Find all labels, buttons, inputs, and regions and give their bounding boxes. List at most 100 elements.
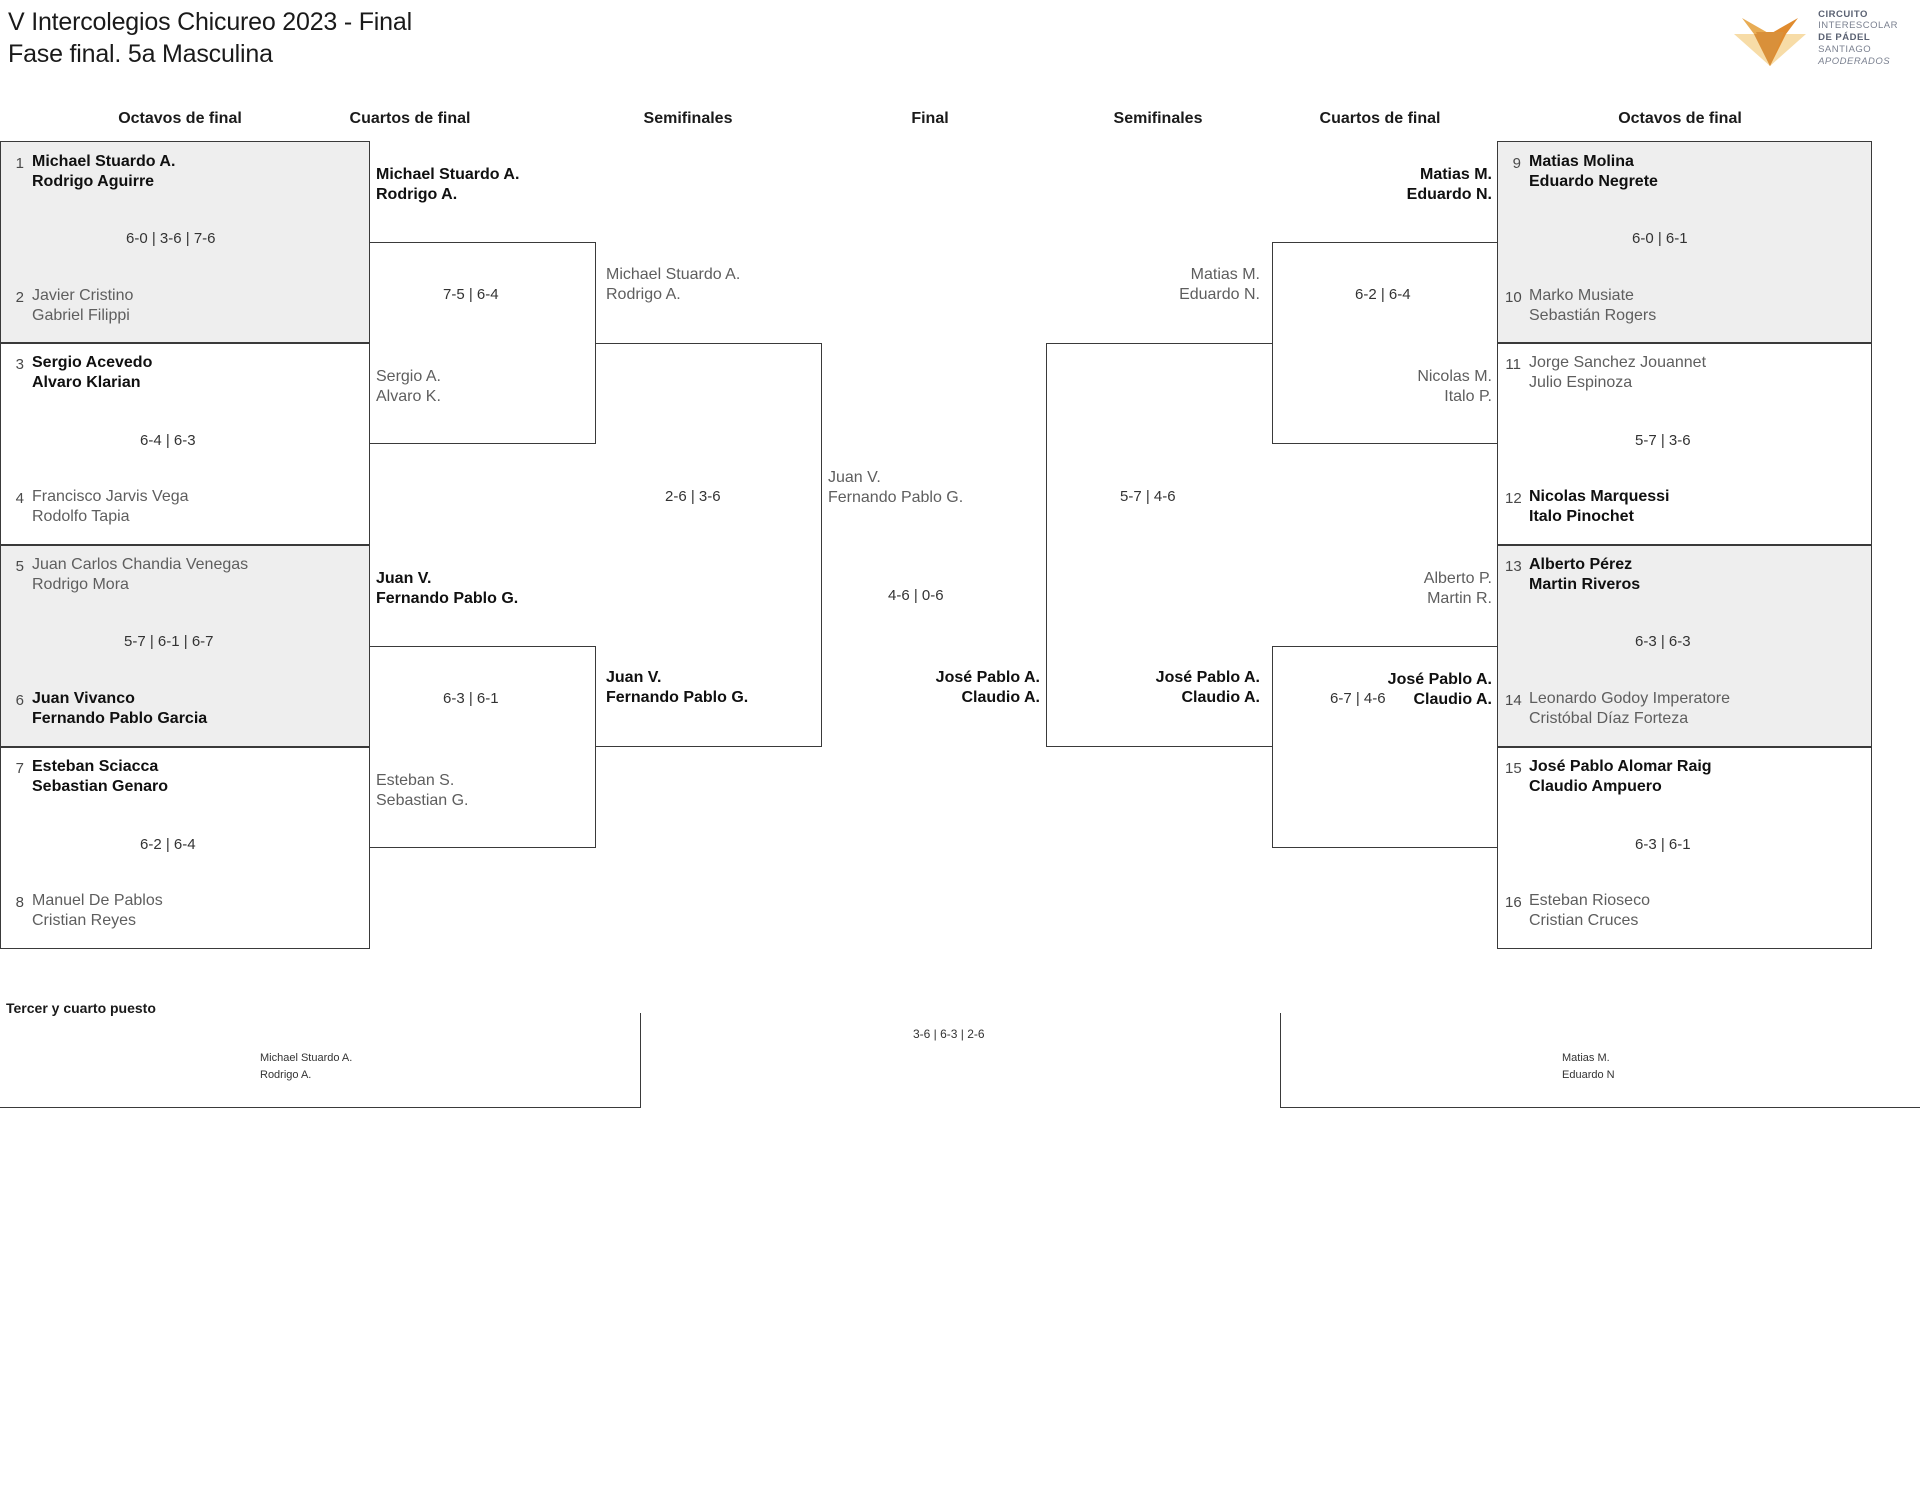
player-line-1: Juan V. [606, 669, 662, 686]
player-line-2: Claudio A. [961, 689, 1040, 707]
player-line-2: Cristian Cruces [1529, 912, 1639, 930]
player-line-2: Rodrigo A. [260, 1068, 312, 1081]
seed-number: 13 [1505, 558, 1522, 575]
team-right-qf-2-b[interactable]: José Pablo A.Claudio A. [1262, 670, 1492, 711]
score-right-sf: 5-7 | 4-6 [1120, 488, 1176, 505]
match-box-left-r16-4[interactable] [0, 747, 370, 949]
player-line-1: Manuel De Pablos [32, 892, 163, 909]
third-place-team-right[interactable]: Matias M. Eduardo N [1562, 1050, 1615, 1083]
third-place-baseline-right [1280, 1107, 1920, 1108]
score-left-r16-1: 6-0 | 3-6 | 7-6 [126, 230, 216, 247]
player-line-2: Eduardo N [1562, 1068, 1615, 1081]
seed-number: 1 [15, 155, 24, 172]
team-right-sf-b[interactable]: José Pablo A.Claudio A. [1000, 668, 1260, 709]
connector-left-sf-1 [596, 343, 822, 747]
match-box-right-r16-2[interactable] [1497, 343, 1872, 545]
score-left-r16-4: 6-2 | 6-4 [140, 836, 196, 853]
match-box-left-r16-3[interactable] [0, 545, 370, 747]
player-line-1: Michael Stuardo A. [606, 266, 741, 283]
player-line-1: Michael Stuardo A. [260, 1052, 353, 1064]
team-left-qf-2-b[interactable]: Esteban S.Sebastian G. [376, 771, 606, 812]
team-final-b[interactable]: José Pablo A. Claudio A. [800, 668, 1040, 709]
player-line-1: Matias M. [1562, 1052, 1610, 1064]
third-place-team-left[interactable]: Michael Stuardo A. Rodrigo A. [260, 1050, 352, 1083]
score-right-qf-1: 6-2 | 6-4 [1355, 286, 1411, 303]
team-left-qf-1-b[interactable]: Sergio A.Alvaro K. [376, 367, 606, 408]
team-right-qf-1-a[interactable]: Matias M.Eduardo N. [1262, 165, 1492, 206]
player-line-2: Rodrigo Aguirre [32, 173, 155, 191]
player-line-2: Rodolfo Tapia [32, 508, 130, 526]
connector-right-qf-1 [1272, 242, 1498, 444]
round-header-right-sf: Semifinales [1113, 110, 1203, 127]
team-left-r16-1-a[interactable]: 1 Michael Stuardo A.Rodrigo Aguirre [8, 152, 358, 193]
logo-line-1: CIRCUITO [1818, 8, 1868, 20]
seed-number: 2 [15, 289, 24, 306]
logo-line-3: DE PÁDEL [1818, 32, 1871, 44]
logo-line-5: APODERADOS [1818, 55, 1891, 67]
player-line-2: Cristóbal Díaz Forteza [1529, 710, 1689, 728]
third-place-divider-left [640, 1013, 641, 1108]
logo-line-4: SANTIAGO [1818, 43, 1872, 55]
seed-number: 4 [15, 490, 24, 507]
score-right-r16-4: 6-3 | 6-1 [1635, 836, 1691, 853]
round-header-left-qf: Cuartos de final [349, 110, 471, 127]
team-right-qf-2-a[interactable]: Alberto P.Martin R. [1262, 569, 1492, 610]
player-line-2: Julio Espinoza [1529, 374, 1633, 392]
round-header-left-r16: Octavos de final [118, 110, 242, 127]
player-line-2: Sebastian Genaro [32, 778, 169, 796]
player-line-1: Leonardo Godoy Imperatore [1529, 690, 1731, 707]
match-box-left-r16-2[interactable] [0, 343, 370, 545]
player-line-1: Alberto Pérez [1529, 556, 1633, 573]
score-left-qf-1: 7-5 | 6-4 [443, 286, 499, 303]
team-left-qf-1-a[interactable]: Michael Stuardo A. Rodrigo A. [376, 165, 606, 206]
score-right-r16-2: 5-7 | 3-6 [1635, 432, 1691, 449]
team-final-a[interactable]: Juan V.Fernando Pablo G. [828, 468, 1108, 509]
player-line-2: Italo Pinochet [1529, 508, 1634, 526]
player-line-1: Matias M. [1190, 266, 1260, 283]
player-line-2: Alvaro K. [376, 388, 441, 406]
round-header-right-r16: Octavos de final [1618, 110, 1742, 127]
seed-number: 14 [1505, 692, 1522, 709]
seed-number: 15 [1505, 760, 1522, 777]
match-box-right-r16-4[interactable] [1497, 747, 1872, 949]
page-title: V Intercolegios Chicureo 2023 - Final Fa… [8, 6, 412, 70]
match-box-right-r16-1[interactable] [1497, 141, 1872, 343]
seed-number: 6 [15, 692, 24, 709]
connector-left-qf-2 [370, 646, 596, 848]
team-left-sf-b[interactable]: Juan V.Fernando Pablo G. [606, 668, 866, 709]
seed-number: 8 [15, 894, 24, 911]
player-line-2: Rodrigo A. [376, 186, 458, 204]
team-left-sf-a[interactable]: Michael Stuardo A.Rodrigo A. [606, 265, 866, 306]
player-line-2: Sebastian G. [376, 792, 469, 810]
team-left-qf-2-a[interactable]: Juan V.Fernando Pablo G. [376, 569, 606, 610]
padel-arrow-icon [1732, 8, 1808, 68]
team-right-qf-1-b[interactable]: Nicolas M.Italo P. [1262, 367, 1492, 408]
seed-number: 11 [1505, 356, 1521, 373]
score-left-sf: 2-6 | 3-6 [665, 488, 721, 505]
player-line-1: Michael Stuardo A. [376, 166, 520, 183]
title-line-1: V Intercolegios Chicureo 2023 - Final [8, 8, 412, 36]
player-line-2: Fernando Pablo G. [376, 590, 519, 608]
player-line-1: José Pablo A. [935, 669, 1040, 686]
match-box-left-r16-1[interactable] [0, 141, 370, 343]
round-header-left-sf: Semifinales [643, 110, 733, 127]
match-box-right-r16-3[interactable] [1497, 545, 1872, 747]
third-place-title: Tercer y cuarto puesto [6, 1000, 156, 1016]
seed-number: 16 [1505, 894, 1522, 911]
team-right-sf-a[interactable]: Matias M.Eduardo N. [1000, 265, 1260, 306]
